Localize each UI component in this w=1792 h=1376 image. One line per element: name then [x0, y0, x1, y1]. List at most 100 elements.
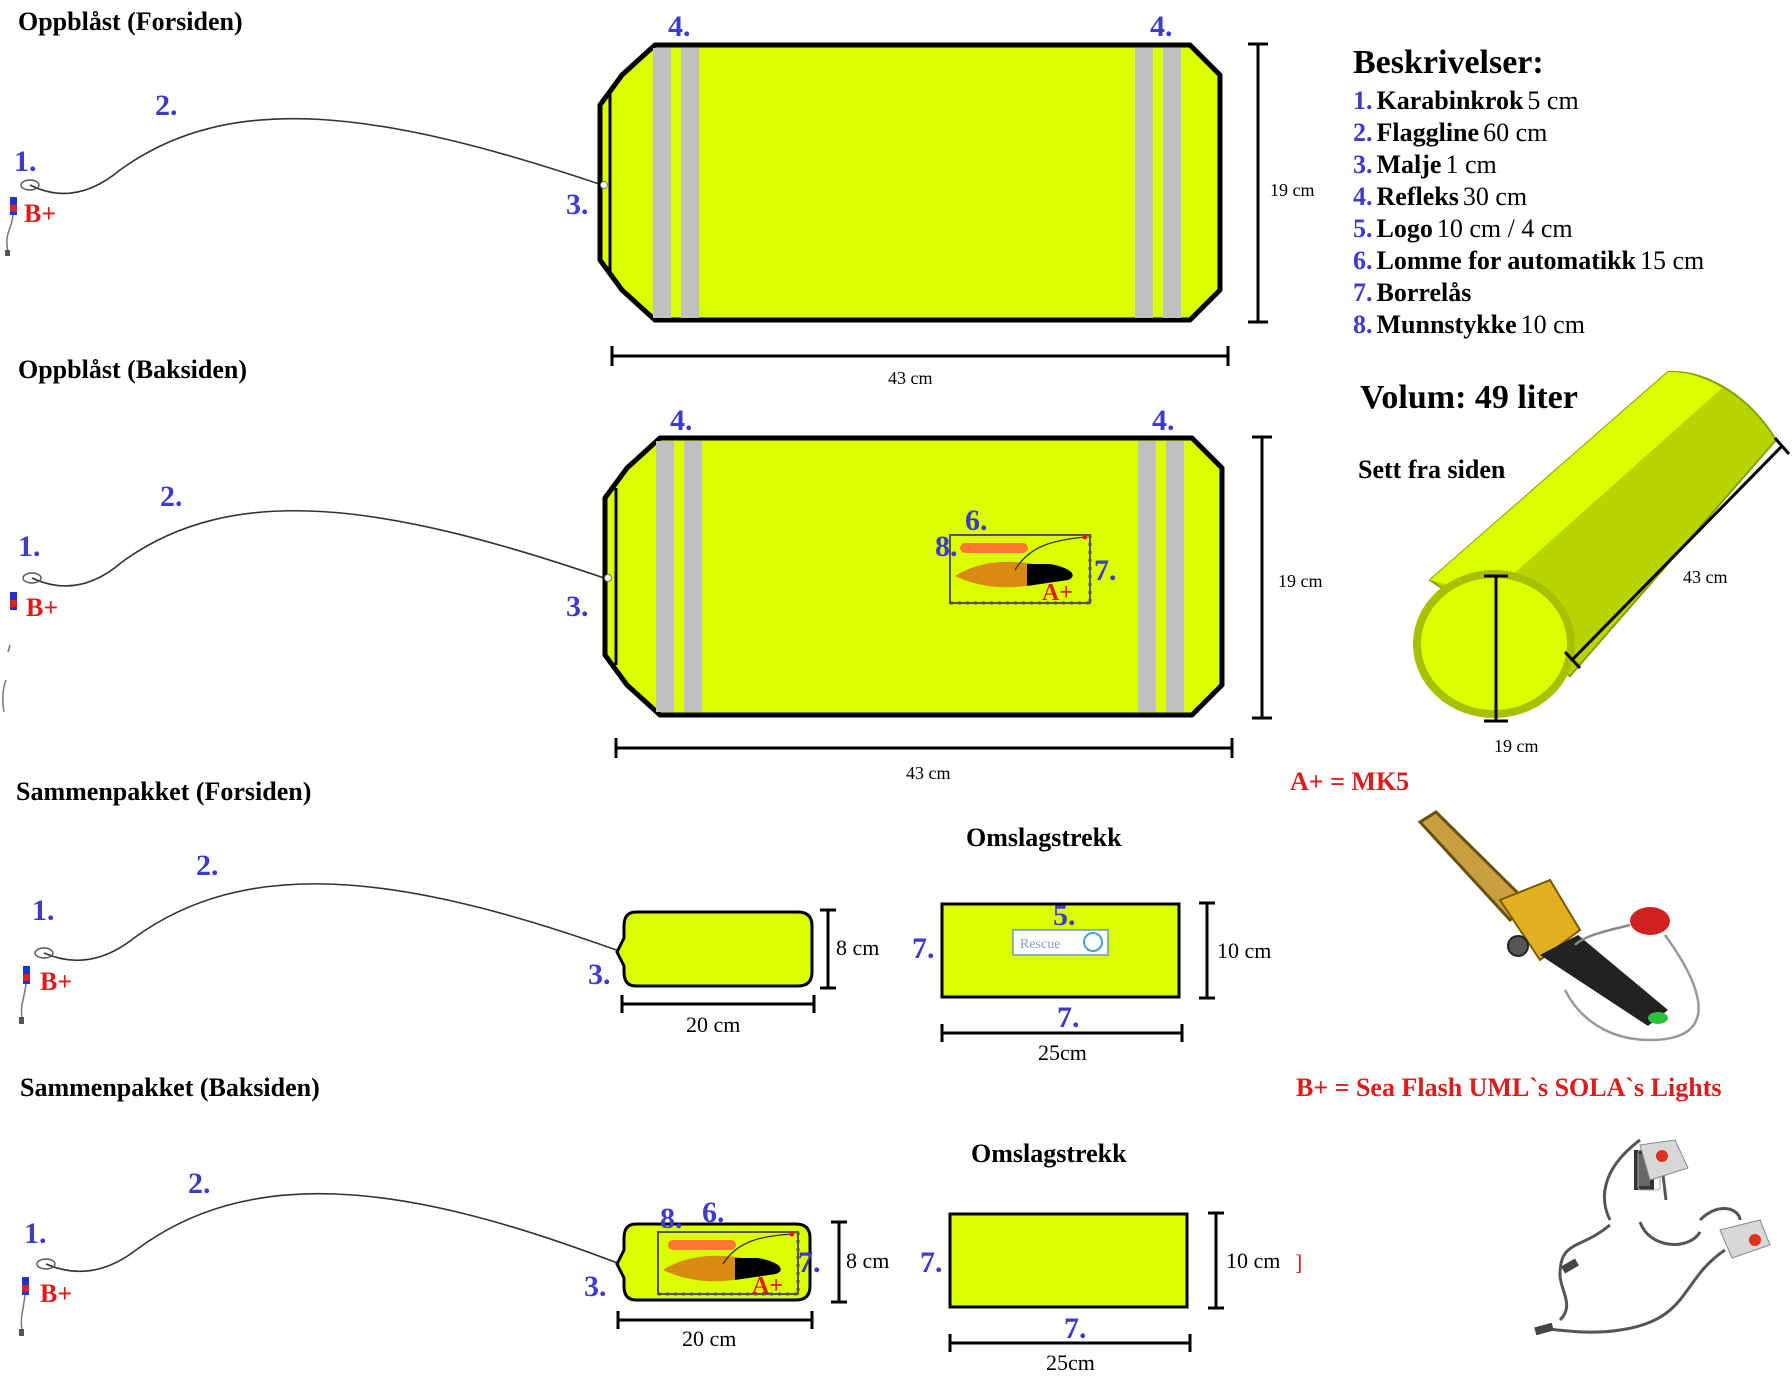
marker-8: 8.	[935, 530, 958, 563]
carabiner-icon	[36, 1258, 56, 1270]
dim-height-19: 19 cm	[1278, 571, 1323, 591]
dim-height-8: 8 cm	[836, 935, 879, 960]
marker-3: 3.	[566, 590, 589, 623]
inflator-icon	[735, 1258, 781, 1280]
description-item: 4. Refleks 30 cm	[1353, 182, 1527, 211]
mouthpiece-icon	[960, 543, 1028, 553]
flag-line	[29, 117, 603, 195]
inflator-body-icon	[1540, 935, 1668, 1026]
dim-height-10: 10 cm	[1217, 938, 1271, 963]
packed-bag-front	[615, 910, 814, 988]
marker-7-bottom: 7.	[1057, 1001, 1080, 1034]
eyelet-icon	[604, 574, 612, 582]
heading-back-inflated: Oppblåst (Baksiden)	[18, 355, 247, 384]
marker-2: 2.	[160, 480, 183, 513]
description-item: 2. Flaggline 60 cm	[1353, 118, 1547, 147]
descriptions-panel: Beskrivelser: 1. Karabinkrok 5 cm 2. Fla…	[1353, 44, 1704, 339]
reflector-strip	[1135, 48, 1153, 318]
marker-3: 3.	[566, 188, 589, 221]
marker-1: 1.	[24, 1217, 47, 1250]
reflector-strip	[653, 48, 671, 318]
cover-title: Omslagstrekk	[966, 823, 1122, 852]
cover-title: Omslagstrekk	[971, 1139, 1127, 1168]
marker-5: 5.	[1053, 899, 1076, 932]
back-packed-view: 1. 2. 3. B+ 6. 8. 7. A+ 8 cm 20 cm Omsla…	[19, 1139, 1302, 1375]
front-inflated-view: 1. 2. 3. B+ 4. 4. 19 cm 43 cm	[5, 10, 1315, 388]
cylinder-end	[1413, 570, 1575, 718]
label-b-plus: B+	[26, 593, 58, 622]
legend-b-plus: B+ = Sea Flash UML`s SOLA`s Lights	[1296, 1073, 1721, 1102]
dim-length-43: 43 cm	[888, 368, 933, 388]
dim-height-19: 19 cm	[1270, 180, 1315, 200]
cover-back	[948, 1212, 1189, 1309]
description-item: 8. Munnstykke 10 cm	[1353, 310, 1585, 339]
mouthpiece-icon	[668, 1240, 736, 1250]
marker-6: 6.	[965, 504, 988, 537]
reflector-strip	[684, 441, 702, 712]
mk5-inflator-image	[1417, 810, 1700, 1042]
marker-4-left: 4.	[670, 404, 693, 437]
automatic-pocket	[949, 534, 1092, 605]
gas-cylinder-icon	[663, 1255, 743, 1282]
marker-3: 3.	[584, 1270, 607, 1303]
carabiner-icon	[20, 179, 40, 191]
dim-length-20: 20 cm	[686, 1012, 740, 1037]
inflated-bag-front	[597, 42, 1223, 323]
side-view-label: Sett fra siden	[1358, 455, 1506, 484]
marker-6: 6.	[702, 1196, 725, 1229]
label-b-plus: B+	[40, 1279, 72, 1308]
marker-7-bottom: 7.	[1064, 1312, 1087, 1345]
cylinder-side-view: 43 cm 19 cm	[1413, 370, 1791, 756]
rescue-logo: Rescue	[1012, 929, 1109, 956]
descriptions-title: Beskrivelser:	[1353, 44, 1544, 81]
reflector-strip	[656, 441, 674, 712]
heading-back-packed: Sammenpakket (Baksiden)	[20, 1073, 320, 1102]
marker-7-left: 7.	[912, 932, 935, 965]
front-packed-view: 1. 2. 3. B+ 8 cm 20 cm Omslagstrekk Resc…	[19, 823, 1271, 1065]
heading-front-inflated: Oppblåst (Forsiden)	[18, 7, 243, 36]
carabiner-icon	[34, 947, 54, 959]
legend-a-plus: A+ = MK5	[1290, 767, 1409, 796]
marker-4-right: 4.	[1152, 404, 1175, 437]
flag-line	[31, 509, 605, 587]
heading-front-packed: Sammenpakket (Forsiden)	[16, 777, 311, 806]
marker-1: 1.	[18, 530, 41, 563]
inflated-bag-back	[602, 435, 1225, 718]
label-b-plus: B+	[24, 199, 56, 228]
marker-8: 8.	[660, 1202, 683, 1235]
dim-height-8: 8 cm	[846, 1248, 889, 1273]
reflector-strip	[1138, 441, 1156, 712]
marker-7-left: 7.	[920, 1246, 943, 1279]
back-inflated-view: 1. 2. 3. B+ 4. 4. 6. 8. 7. A+ 19 cm	[1, 404, 1323, 783]
eyelet-icon	[600, 181, 608, 189]
marker-1: 1.	[32, 894, 55, 927]
sola-light-image	[1534, 1138, 1771, 1336]
logo-text: Rescue	[1020, 937, 1060, 952]
marker-2: 2.	[196, 849, 219, 882]
marker-7: 7.	[798, 1246, 821, 1279]
reflector-strip	[681, 48, 699, 318]
description-item: 7. Borrelås	[1353, 278, 1471, 307]
marker-2: 2.	[188, 1167, 211, 1200]
marker-3: 3.	[588, 958, 611, 991]
reflector-strip	[1166, 441, 1184, 712]
label-a-plus: A+	[1042, 580, 1073, 606]
flag-line	[43, 883, 623, 962]
marker-1: 1.	[14, 145, 37, 178]
description-item: 6. Lomme for automatikk 15 cm	[1353, 246, 1704, 275]
dim-height-10: 10 cm	[1226, 1248, 1280, 1273]
description-item: 3. Malje 1 cm	[1353, 150, 1497, 179]
gas-cylinder-icon	[955, 561, 1035, 588]
pull-tab-icon	[1630, 907, 1670, 935]
dim-length-25: 25cm	[1046, 1350, 1095, 1375]
flag-line	[45, 1192, 621, 1273]
marker-7: 7.	[1094, 554, 1117, 587]
dim-length-25: 25cm	[1038, 1040, 1087, 1065]
description-item: 1. Karabinkrok 5 cm	[1353, 86, 1579, 115]
label-b-plus: B+	[40, 967, 72, 996]
dim-length-43: 43 cm	[906, 763, 951, 783]
description-item: 5. Logo 10 cm / 4 cm	[1353, 214, 1573, 243]
marker-2: 2.	[155, 89, 178, 122]
marker-4-right: 4.	[1150, 10, 1173, 43]
